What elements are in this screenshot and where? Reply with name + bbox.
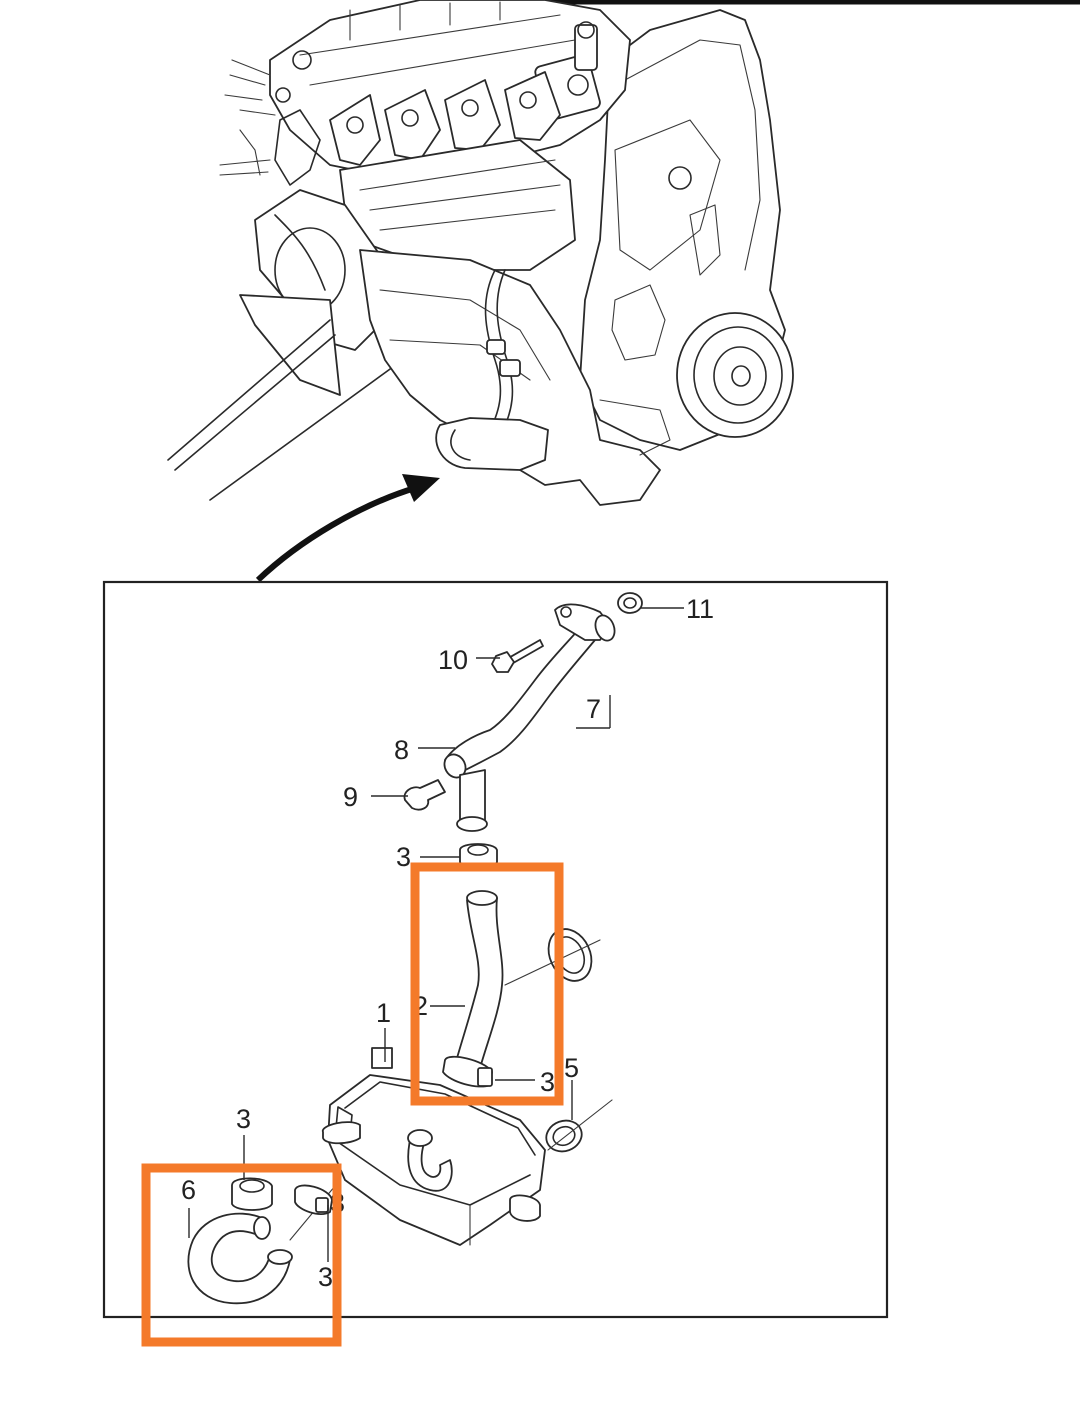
- callout-3-upper: 3: [396, 842, 411, 872]
- o-ring: [545, 1099, 613, 1153]
- o-ring: [617, 592, 643, 614]
- bolt: [491, 639, 544, 673]
- coolant-pipe: [443, 603, 616, 832]
- callout-8: 8: [394, 735, 409, 765]
- highlight-box-hose-2: [410, 862, 564, 1106]
- callout-10: 10: [438, 645, 468, 675]
- connector: [403, 779, 446, 811]
- clamp: [294, 1184, 333, 1215]
- engine-assembly-illustration: [167, 0, 794, 506]
- callout-5: 5: [564, 1053, 579, 1083]
- callout-11: 11: [686, 594, 714, 624]
- callout-6: 6: [181, 1175, 196, 1205]
- highlight-box-hose-6: [141, 1163, 342, 1347]
- hose: [187, 1179, 341, 1305]
- oil-cooler: [322, 1047, 546, 1246]
- callout-3-right: 3: [540, 1067, 555, 1097]
- detail-box: [102, 580, 889, 1319]
- callout-1: 1: [376, 998, 391, 1028]
- callout-3-lower: 3: [236, 1104, 251, 1134]
- callout-3-bottom: 3: [318, 1262, 333, 1292]
- o-ring: [504, 928, 601, 986]
- callout-7: 7: [586, 694, 601, 724]
- callout-arrow: [255, 474, 440, 583]
- hose: [442, 890, 504, 1088]
- clamp: [231, 1177, 273, 1211]
- callout-9: 9: [343, 782, 358, 812]
